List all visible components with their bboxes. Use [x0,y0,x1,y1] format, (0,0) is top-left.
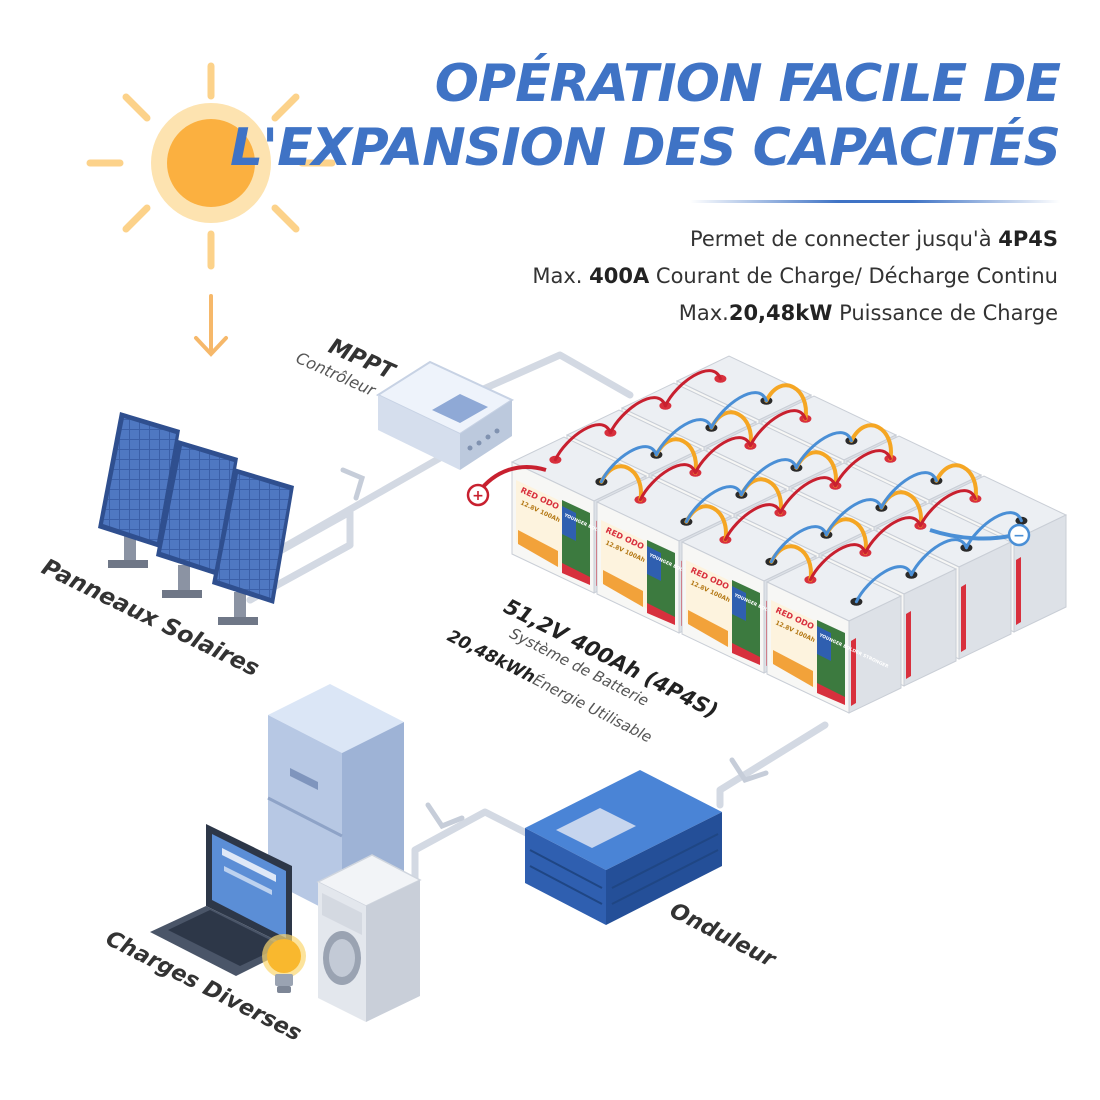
negative-sign: − [1013,528,1025,544]
parallel-cable-positive [723,503,782,542]
feature-text: Puissance de Charge [832,301,1058,325]
parallel-cable-positive [863,516,922,555]
parallel-cable-negative [739,458,798,497]
parallel-cable-positive [748,409,807,448]
light-bulb-icon [262,934,306,993]
sun-icon [86,62,336,270]
solar-panel [98,412,180,568]
feature-text: Max. [532,264,590,288]
feature-text: Max. [678,301,729,325]
washing-machine-icon [316,854,422,1022]
feature-text: Courant de Charge/ Décharge Continu [649,264,1058,288]
solar-panels [98,412,294,625]
feature-line-1: Permet de connecter jusqu'à 4P4S [690,229,1058,250]
series-cable [934,463,978,501]
feature-highlight: 4P4S [998,227,1058,251]
parallel-cable-positive [918,489,977,528]
solar-panel [212,468,294,625]
feature-line-3: Max.20,48kW Puissance de Charge [679,303,1058,324]
parallel-cable-positive [693,436,752,475]
parallel-cable-negative [824,498,883,537]
title-line-1: OPÉRATION FACILE DE [434,54,1061,114]
mppt-controller-icon [375,360,515,470]
feature-line-2: Max. 400A Courant de Charge/ Décharge Co… [532,266,1058,287]
title-line-2: L'EXPANSION DES CAPACITÉS [230,118,1061,178]
arrow-to-mppt-icon [340,467,366,501]
feature-highlight: 20,48kW [728,301,833,325]
positive-terminal-icon: + [466,465,547,507]
parallel-cable-positive [808,543,867,582]
parallel-cable-negative [879,471,938,510]
feature-highlight: 400A [589,264,650,288]
inverter-icon [525,770,722,925]
series-cable [764,383,808,421]
parallel-cable-negative [964,511,1023,550]
parallel-cable-positive [638,463,697,502]
solar-panel [156,440,238,598]
parallel-cable-negative [909,538,968,577]
positive-sign: + [472,488,484,504]
parallel-cable-positive [663,369,722,408]
parallel-cable-positive [778,476,837,515]
parallel-cable-negative [769,525,828,564]
parallel-cable-positive [553,423,612,462]
negative-terminal-icon: − [929,523,1031,547]
feature-text: Permet de connecter jusqu'à [689,227,999,251]
parallel-cable-positive [833,449,892,488]
parallel-cable-negative [854,565,913,604]
down-arrow-icon [194,294,228,357]
parallel-cable-positive [608,396,667,435]
parallel-cable-negative [709,391,768,430]
flow-arrows [340,467,769,830]
parallel-cable-negative [599,445,658,484]
title-divider [690,200,1060,203]
series-cable [849,423,893,461]
arrow-to-inverter-icon [729,757,769,783]
arrow-to-loads-icon [425,802,465,830]
parallel-cable-negative [654,418,713,457]
laptop-icon [150,824,292,976]
parallel-cable-negative [684,485,743,524]
battery-cables [553,369,1023,604]
parallel-cable-negative [794,431,853,470]
